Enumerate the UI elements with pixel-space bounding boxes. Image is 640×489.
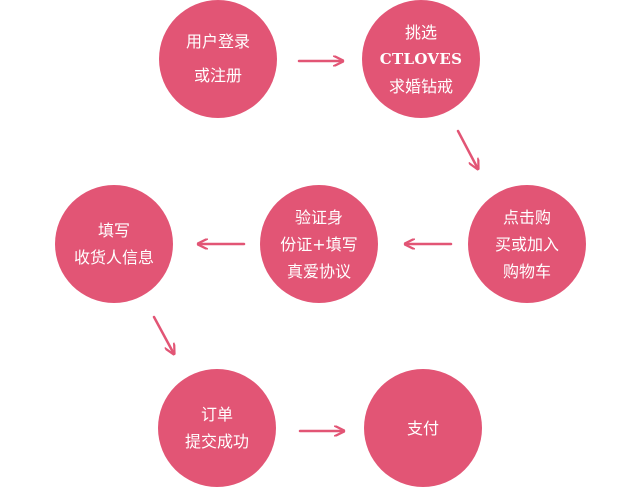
- step-text: 买或加入: [494, 234, 559, 254]
- step-text: 订单: [200, 405, 233, 424]
- step-text: 份证+填写: [280, 234, 358, 254]
- step-verify-id: 验证身 份证+填写 真爱协议: [260, 185, 378, 303]
- step-text: 验证身: [294, 207, 343, 227]
- step-text: 提交成功: [184, 432, 249, 451]
- step-text: 真爱协议: [286, 261, 351, 281]
- step-text: 求婚钻戒: [388, 76, 453, 96]
- step-add-to-cart: 点击购 买或加入 购物车: [468, 185, 586, 303]
- step-text: 用户登录: [185, 32, 250, 51]
- step-order-submitted: 订单 提交成功: [158, 369, 276, 487]
- step-text: 点击购: [502, 207, 551, 227]
- step-text: 购物车: [502, 261, 551, 281]
- step-text: 填写: [97, 221, 130, 240]
- step-text: 支付: [406, 418, 439, 438]
- step-text: 挑选: [404, 22, 437, 42]
- arrow-down-right-icon: [456, 129, 478, 169]
- step-choose-ring: 挑选 CTLOVES 求婚钻戒: [362, 0, 480, 118]
- step-login-register: 用户登录 或注册: [159, 0, 277, 118]
- step-pay: 支付: [364, 369, 482, 487]
- step-text: 收货人信息: [73, 248, 154, 267]
- arrow-down-right-icon: [152, 315, 174, 354]
- step-fill-address: 填写 收货人信息: [55, 185, 173, 303]
- step-text: 或注册: [193, 66, 242, 85]
- brand-name: CTLOVES: [379, 49, 463, 68]
